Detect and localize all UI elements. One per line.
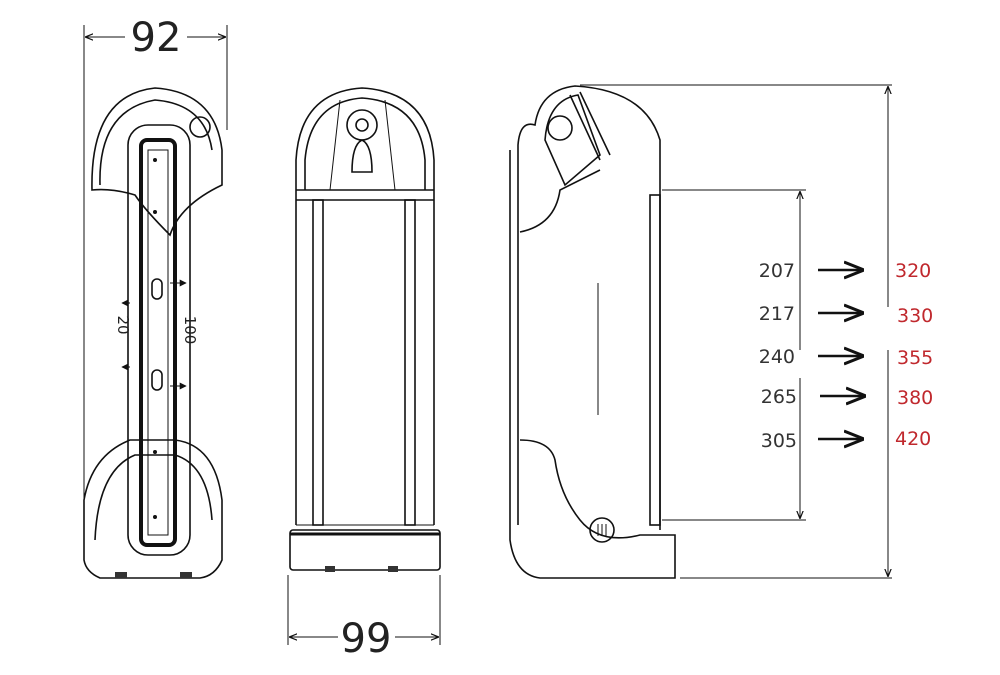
rail-length: 305 — [761, 430, 797, 452]
total-length: 380 — [897, 387, 933, 409]
width-side-label: 92 — [131, 15, 182, 61]
mount-offset-label: 20 — [114, 315, 132, 334]
total-length: 320 — [895, 260, 931, 282]
charge-port-icon — [589, 517, 615, 543]
key-lock-icon — [547, 115, 573, 141]
key-lock-icon — [346, 109, 378, 141]
length-row: 265 380 — [761, 386, 934, 409]
rear-view: 92 20 100 — [83, 15, 228, 579]
rail-length: 265 — [761, 386, 797, 408]
total-length: 355 — [897, 347, 933, 369]
length-row: 217 330 — [759, 303, 934, 327]
length-row: 305 420 — [761, 428, 932, 452]
width-front-label: 99 — [341, 616, 392, 662]
total-length: 420 — [895, 428, 931, 450]
mount-hole — [151, 369, 163, 391]
length-row: 240 355 — [759, 346, 934, 369]
length-table: 207 320 217 330 240 355 265 380 305 420 — [759, 260, 934, 452]
length-row: 207 320 — [759, 260, 932, 282]
front-view: 99 — [287, 87, 441, 662]
side-view — [509, 84, 892, 579]
rail-length: 217 — [759, 303, 795, 325]
mount-hole — [151, 278, 163, 300]
rail-length: 207 — [759, 260, 795, 282]
rail-length: 240 — [759, 346, 795, 368]
total-length: 330 — [897, 305, 933, 327]
mount-spacing-label: 100 — [181, 316, 199, 345]
